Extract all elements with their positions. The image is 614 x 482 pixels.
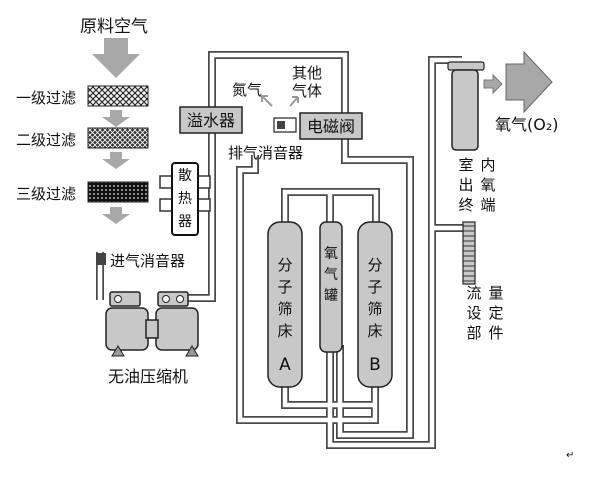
filter3-label: 三级过滤 — [16, 185, 76, 203]
oxygen-out-label: 氧气(O₂) — [495, 115, 559, 134]
overflow-box — [179, 106, 243, 134]
sieve-bed-b — [357, 221, 393, 388]
raw-air-label: 原料空气 — [80, 17, 148, 37]
oxygen-tank — [319, 221, 343, 353]
solenoid-label: 电磁阀 — [307, 117, 355, 136]
tank-char-3: 罐 — [324, 288, 338, 304]
sieve-a-char-3: 筛 — [277, 300, 292, 318]
sieve-b-char-4: 床 — [367, 322, 382, 340]
indoor-terminal-char-4: 氧 — [480, 176, 495, 194]
radiator-label-2: 热 — [178, 191, 192, 207]
flow-setting-char-4: 定 — [488, 304, 503, 322]
flow-arrow-icon — [102, 152, 130, 169]
filter2-label: 二级过滤 — [16, 131, 76, 149]
sieve-bed-a — [267, 221, 303, 388]
exhaust-silencer-core — [277, 121, 285, 129]
filter1-label: 一级过滤 — [16, 89, 76, 107]
flow-setting-char-5: 部 — [466, 324, 481, 342]
oxygen-output-arrow-icon — [505, 50, 553, 114]
flow-setting-char-1: 流 — [466, 284, 481, 302]
tank-char-2: 气 — [324, 267, 338, 283]
radiator-label-3: 器 — [178, 214, 192, 230]
compressor-unit — [105, 291, 199, 357]
sieve-b-char-5: B — [369, 355, 381, 375]
sieve-a-char-2: 子 — [277, 278, 292, 296]
indoor-terminal-char-1: 室 — [458, 156, 473, 174]
sieve-b-char-2: 子 — [367, 278, 382, 296]
other-gas-arrow-icon — [289, 96, 299, 107]
raw-air-arrow-icon — [92, 38, 140, 78]
flow-setting-char-6: 件 — [488, 324, 503, 342]
indoor-terminal-char-5: 终 — [458, 196, 473, 214]
tank-char-1: 氧 — [324, 246, 338, 262]
other-gas-label-2: 气体 — [292, 82, 322, 100]
sieve-a-char-1: 分 — [277, 256, 292, 274]
indoor-terminal-char-3: 出 — [458, 176, 473, 194]
sieve-b-char-1: 分 — [367, 256, 382, 274]
sieve-a-char-4: 床 — [277, 322, 292, 340]
flow-setting-char-2: 量 — [488, 284, 503, 302]
flow-setting-char-3: 设 — [466, 304, 481, 322]
overflow-label: 溢水器 — [187, 111, 235, 130]
nitrogen-arrow-icon — [261, 95, 273, 107]
other-gas-label-1: 其他 — [292, 64, 322, 82]
terminal-cap — [447, 61, 485, 71]
sieve-b-char-3: 筛 — [367, 300, 382, 318]
filter3-element — [87, 181, 149, 203]
flow-arrow-icon — [102, 207, 130, 224]
filter1-element — [87, 85, 149, 107]
compressor-label: 无油压缩机 — [108, 367, 188, 386]
solenoid-box — [299, 112, 363, 140]
outflow-arrow-icon — [483, 73, 503, 95]
return-mark: ↵ — [566, 450, 574, 461]
radiator-label-1: 散 — [178, 168, 192, 184]
indoor-terminal-char-6: 端 — [480, 196, 495, 214]
indoor-terminal-char-2: 内 — [480, 156, 495, 174]
indoor-terminal-tube — [451, 69, 479, 151]
inlet-silencer-label: 进气消音器 — [110, 252, 185, 270]
inlet-silencer-icon — [96, 253, 106, 265]
flow-arrow-icon — [102, 110, 130, 127]
nitrogen-label: 氮气 — [232, 81, 262, 99]
filter2-element — [87, 127, 149, 149]
flow-setting-part — [462, 221, 476, 285]
exhaust-silencer-label: 排气消音器 — [228, 144, 303, 162]
radiator-box — [171, 162, 199, 236]
sieve-a-char-5: A — [279, 355, 291, 375]
